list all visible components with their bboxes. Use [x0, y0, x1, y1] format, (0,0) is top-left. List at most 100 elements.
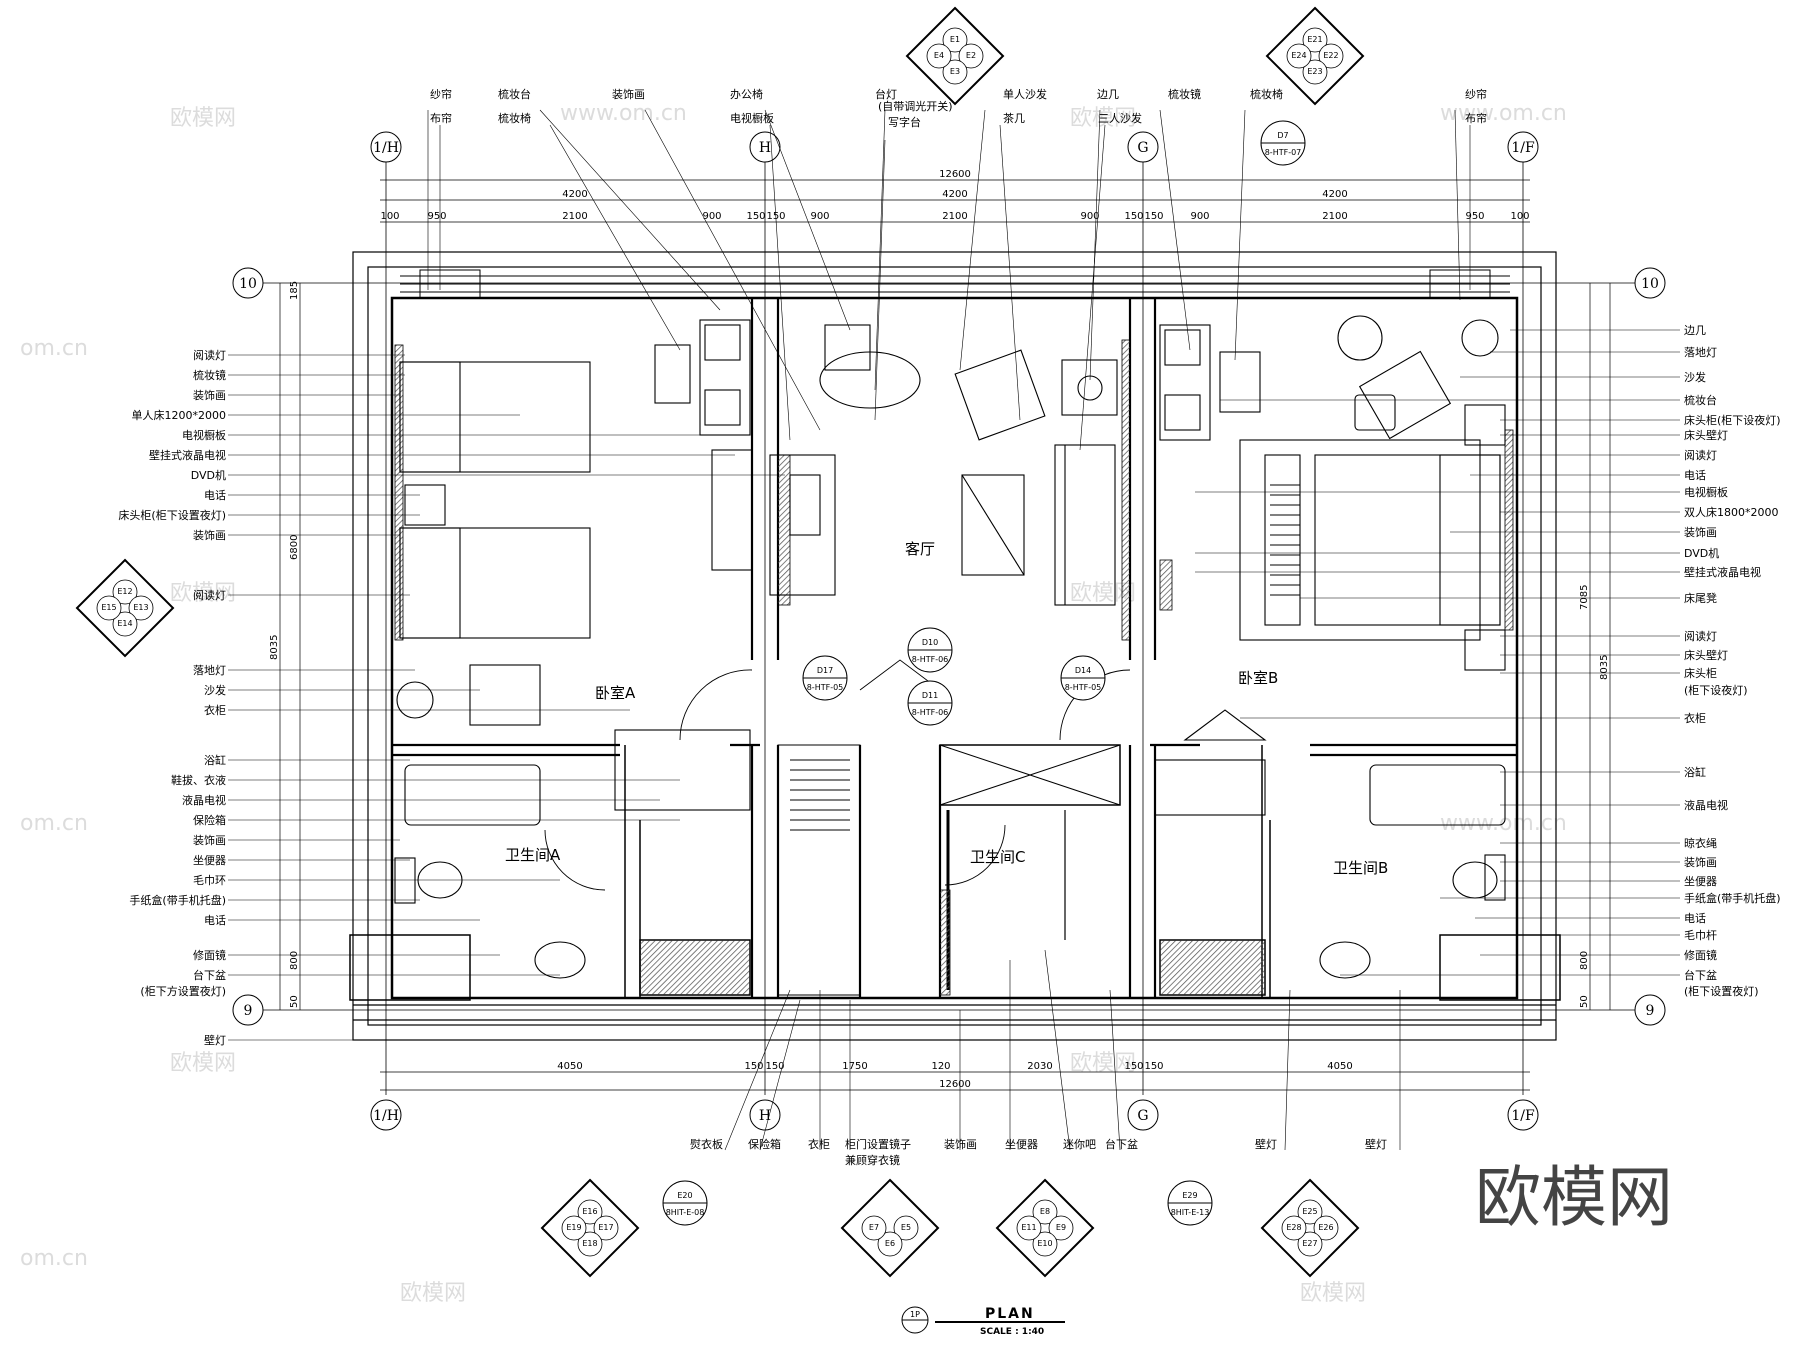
watermark: 欧模网 [170, 581, 236, 606]
left-label: 衣柜 [204, 703, 226, 717]
right-label: 修面镜 [1684, 948, 1717, 962]
single-bed-2 [399, 527, 591, 639]
top-label: 边几 [1097, 88, 1119, 101]
dim-seg: 900 [1080, 211, 1099, 222]
bottom-label: 保险箱 [748, 1137, 781, 1151]
left-labels: 阅读灯 梳妆镜 装饰画 单人床1200*2000 电视橱板 壁挂式液晶电视 DV… [118, 348, 226, 1047]
watermark-url: om.cn [20, 1246, 88, 1271]
dim-seg: 2030 [1027, 1061, 1052, 1072]
top-label: 纱帘 [430, 87, 452, 101]
bedroom-b-furniture [1154, 315, 1506, 979]
tag-d14-ref: 8-HTF-05 [1065, 683, 1102, 692]
right-label: 浴缸 [1684, 765, 1706, 779]
tag-d11-id: D11 [922, 691, 938, 700]
diamond-label: E9 [1056, 1223, 1066, 1232]
bedroom-a-furniture [394, 319, 753, 979]
dim-seg: 900 [810, 211, 829, 222]
wardrobe [777, 484, 1300, 996]
left-label: 鞋拔、衣液 [171, 773, 226, 787]
dim-left: 6800 [289, 535, 300, 560]
left-label: DVD机 [191, 468, 226, 482]
vertical-dimension-text: 185 6800 8035 800 50 7085 8035 800 50 [269, 281, 1610, 1008]
diamond-label: E2 [966, 51, 976, 60]
dim-total-top: 12600 [939, 169, 971, 180]
left-label: (柜下方设置夜灯) [140, 984, 226, 998]
bottom-label: 壁灯 [1365, 1137, 1387, 1151]
section-tag-text: D7 8-HTF-07 D10 8-HTF-06 D11 8-HTF-06 D1… [666, 131, 1302, 1217]
right-label: 沙发 [1684, 370, 1706, 384]
left-label: 阅读灯 [193, 588, 226, 602]
right-label: 壁挂式液晶电视 [1684, 565, 1761, 579]
diamond-label: E17 [598, 1223, 613, 1232]
bottom-label: 迷你吧 [1063, 1138, 1096, 1151]
watermark: 欧模网 [170, 106, 236, 131]
title-scale: SCALE : 1:40 [980, 1327, 1044, 1337]
diamond-label: E21 [1307, 35, 1322, 44]
tag-e20-ref: 8HIT-E-08 [666, 1208, 705, 1217]
right-label: 台下盆 [1684, 968, 1717, 982]
diamond-label: E10 [1037, 1239, 1052, 1248]
diamond-label: E4 [934, 51, 944, 60]
diamond-label: E23 [1307, 67, 1322, 76]
grid-label: 9 [244, 1003, 253, 1019]
dim-seg: 150 [1144, 211, 1163, 222]
diamond-circles [96, 27, 1344, 1257]
dim-seg: 150 [765, 1061, 784, 1072]
dim-seg: 900 [1190, 211, 1209, 222]
dim-seg: 2100 [942, 211, 967, 222]
top-label: 电视橱板 [730, 111, 774, 125]
right-label: 装饰画 [1684, 855, 1717, 869]
left-label: 保险箱 [193, 813, 226, 827]
grid-label: 10 [239, 276, 257, 292]
watermark-url: www.om.cn [1440, 101, 1567, 126]
diamond-label: E1 [950, 35, 960, 44]
tag-e20-id: E20 [677, 1191, 692, 1200]
diamond-label: E18 [582, 1239, 597, 1248]
left-label: 装饰画 [193, 528, 226, 542]
top-label: (自带调光开关) [878, 99, 953, 113]
top-label: 茶几 [1003, 112, 1025, 125]
left-label: 单人床1200*2000 [132, 408, 227, 422]
bottom-label: 兼顾穿衣镜 [845, 1153, 900, 1167]
grid-label: 9 [1646, 1003, 1655, 1019]
tag-d10-ref: 8-HTF-06 [912, 655, 949, 664]
bottom-labels: 熨衣板 保险箱 衣柜 柜门设置镜子 兼顾穿衣镜 装饰画 坐便器 迷你吧 台下盆 … [690, 1137, 1387, 1167]
dimension-text: 12600 4200 4200 4200 100 950 2100 900 15… [380, 169, 1529, 1090]
room-bath-c: 卫生间C [970, 848, 1025, 866]
right-label: 床尾凳 [1684, 591, 1717, 605]
dim-seg: 4050 [557, 1061, 582, 1072]
bottom-label: 台下盆 [1105, 1137, 1138, 1151]
watermark-layer: 欧模网 欧模网 欧模网 欧模网 欧模网 欧模网 欧模网 欧模网 www.om.c… [20, 101, 1673, 1306]
room-bath-a: 卫生间A [505, 846, 561, 864]
right-label: 落地灯 [1684, 346, 1717, 359]
left-label: 床头柜(柜下设置夜灯) [118, 508, 226, 522]
left-label: 装饰画 [193, 388, 226, 402]
left-label: 梳妆镜 [193, 368, 226, 382]
dim-left: 800 [289, 951, 300, 970]
grid-label: 1/F [1511, 1108, 1535, 1124]
title-name: PLAN [985, 1306, 1035, 1322]
top-label: 三人沙发 [1098, 111, 1142, 125]
diamond-label: E19 [566, 1223, 581, 1232]
left-label: 电话 [204, 489, 226, 502]
dim-seg: 150 [1144, 1061, 1163, 1072]
dim-seg: 100 [1510, 211, 1529, 222]
title-block: 1P PLAN SCALE : 1:40 [901, 1306, 1065, 1337]
left-label: 落地灯 [193, 664, 226, 677]
right-label: 手纸盒(带手机托盘) [1684, 891, 1781, 905]
dim-seg: 120 [931, 1061, 950, 1072]
dim-right: 50 [1579, 995, 1590, 1008]
dim-seg: 150 [744, 1061, 763, 1072]
dim-seg: 1750 [842, 1061, 867, 1072]
tag-d7-id: D7 [1277, 131, 1288, 140]
right-label: 床头壁灯 [1684, 648, 1728, 662]
bottom-label: 坐便器 [1005, 1138, 1038, 1151]
grid-label: G [1137, 1108, 1148, 1124]
top-label: 布帘 [1465, 111, 1487, 125]
right-label: 电视橱板 [1684, 485, 1728, 499]
diamond-label: E14 [117, 619, 132, 628]
right-label: 梳妆台 [1684, 393, 1717, 407]
tag-d10-id: D10 [922, 638, 938, 647]
dim-seg: 2100 [1322, 211, 1347, 222]
watermark-url: om.cn [20, 336, 88, 361]
